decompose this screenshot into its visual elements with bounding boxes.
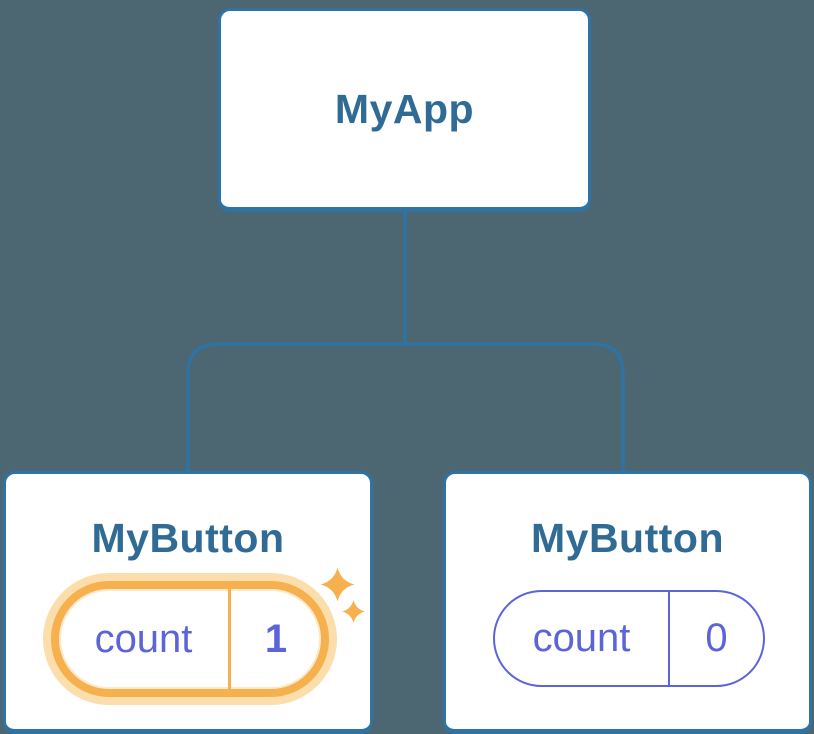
component-label-mybutton-left: MyButton <box>91 515 285 561</box>
component-node-mybutton-left: MyButton count 1 <box>3 471 373 734</box>
pill-divider <box>228 589 231 689</box>
state-value: 1 <box>264 616 288 661</box>
state-value: 0 <box>705 616 728 660</box>
component-node-mybutton-right: MyButton count 0 <box>443 471 812 734</box>
sparkles-icon <box>320 567 365 623</box>
component-label-mybutton-right: MyButton <box>530 515 724 561</box>
sparkle-large <box>320 567 355 602</box>
state-pill-highlighted: count 1 <box>51 581 329 697</box>
connector-branch <box>186 342 625 471</box>
state-pill-plain: count 0 <box>493 590 765 687</box>
pill-divider <box>668 592 670 685</box>
sparkle-small <box>342 600 365 623</box>
component-node-myapp: MyApp <box>218 8 591 212</box>
state-key-label: count <box>532 616 631 660</box>
component-label-myapp: MyApp <box>334 85 475 132</box>
state-key-label: count <box>94 616 193 661</box>
